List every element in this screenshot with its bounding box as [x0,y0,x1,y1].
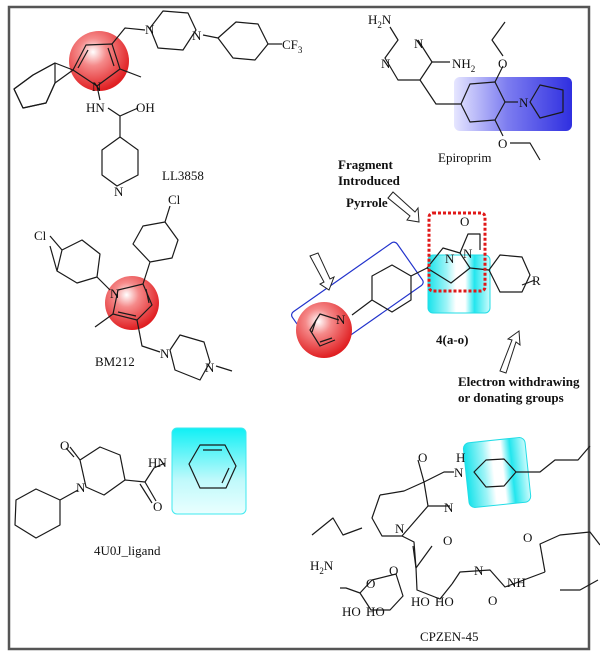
atom-label: N [192,28,202,43]
atom-label: N [92,79,102,94]
atom-label: N [110,286,120,301]
atom-label: H2N [368,12,392,30]
phenyl-highlight [462,437,532,508]
atom-label: N [454,465,464,480]
atom-label: O [418,450,427,465]
atom-label: N [463,246,473,261]
arrow-fragment [387,191,420,223]
arrow-ewg [499,330,521,374]
atom-label: O [153,499,162,514]
atom-label: N [445,251,455,266]
atom-label: H [456,450,465,465]
atom-label: O [443,533,452,548]
atom-label: N [414,36,424,51]
molecule-epiroprim: H2N N N NH2 O O N Epiroprim [368,12,572,165]
atom-label: HN [86,100,105,115]
pyrrole-highlight [69,31,129,91]
molecule-name-target: 4(a-o) [436,332,469,347]
atom-label: N [336,312,346,327]
atom-label: NH2 [452,56,475,74]
atom-label: N [76,480,86,495]
atom-label: R [532,273,541,288]
atom-label: N [205,360,215,375]
atom-label: HO [411,594,430,609]
atom-label: N [160,346,170,361]
molecule-name-ll3858: LL3858 [162,168,204,183]
molecule-ll3858: N N N CF3 HN OH N LL3858 [13,10,303,199]
atom-label: HO [435,594,454,609]
atom-label: N [519,95,529,110]
annotation-pyrrole: Pyrrole [346,195,388,210]
annotation-fragment: Introduced [338,173,401,188]
arrow-pyrrole [309,252,335,291]
molecule-name-cpzen45: CPZEN-45 [420,629,479,644]
atom-label: Cl [168,192,181,207]
atom-label: N [395,521,405,536]
annotation-ewg: Electron withdrawing [458,374,580,389]
atom-label: O [366,576,375,591]
atom-label: N [474,563,484,578]
atom-label: CF3 [282,37,303,55]
atom-label: HO [366,604,385,619]
atom-label: N [381,56,391,71]
molecule-4u0j: O O N HN 4U0J_ligand [14,427,247,558]
molecule-name-epiroprim: Epiroprim [438,150,491,165]
epiroprim-highlight [454,77,572,131]
pyrrole-highlight [296,302,352,358]
atom-label: O [389,563,398,578]
atom-label: N [114,184,124,199]
atom-label: O [523,530,532,545]
atom-label: O [460,214,469,229]
atom-label: N [145,22,155,37]
atom-label: O [498,56,507,71]
atom-label: HN [148,455,167,470]
molecule-name-4u0j: 4U0J_ligand [94,543,161,558]
substituent-phenyl-highlight [427,254,491,314]
atom-label: Cl [34,228,47,243]
atom-label: NH [507,575,526,590]
annotation-ewg: or donating groups [458,390,564,405]
atom-label: N [444,500,454,515]
molecule-bm212: Cl Cl N N N BM212 [34,192,233,381]
atom-label: OH [136,100,155,115]
atom-label: HO [342,604,361,619]
molecule-target: N N O N R 4(a-o) Pyrrole Fragment Introd… [291,157,580,405]
atom-label: H2N [310,558,334,576]
annotation-fragment: Fragment [338,157,394,172]
molecule-cpzen45: O H N N N O H2N O O HO HO HO HO N NH O O… [310,437,600,644]
atom-label: O [498,136,507,151]
molecule-name-bm212: BM212 [95,354,135,369]
atom-label: O [60,438,69,453]
phenyl-highlight [171,427,247,515]
atom-label: O [488,593,497,608]
